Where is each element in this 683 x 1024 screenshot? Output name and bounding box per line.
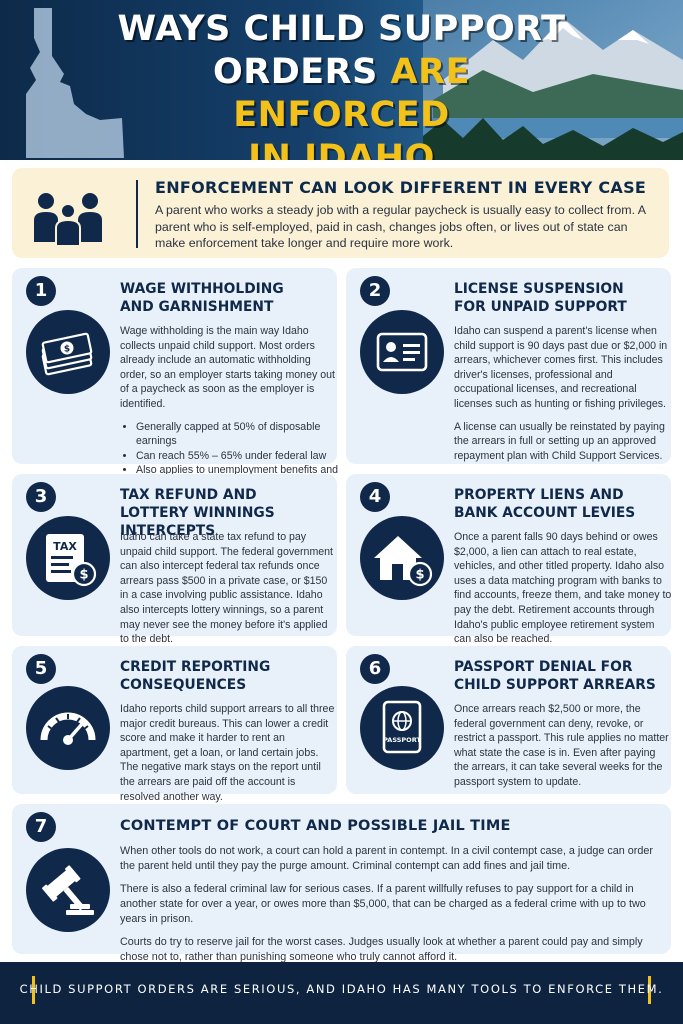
credit-gauge-icon [26, 686, 110, 770]
card-number: 7 [26, 812, 56, 842]
card-title: CONTEMPT OF COURT AND POSSIBLE JAIL TIME [120, 818, 511, 834]
card-property-liens: 4 $ PROPERTY LIENS AND BANK ACCOUNT LEVI… [346, 474, 671, 645]
card-title: PROPERTY LIENS AND BANK ACCOUNT LEVIES [454, 487, 636, 521]
page-title: WAYS CHILD SUPPORT ORDERS ARE ENFORCED I… [117, 9, 566, 160]
svg-text:TAX: TAX [53, 540, 77, 553]
card-title: TAX REFUND AND LOTTERY WINNINGS INTERCEP… [120, 487, 275, 539]
card-number: 6 [360, 654, 390, 684]
footer-banner: CHILD SUPPORT ORDERS ARE SERIOUS, AND ID… [0, 962, 683, 1024]
card-number: 5 [26, 654, 56, 684]
card-text: When other tools do not work, a court ca… [120, 845, 653, 963]
card-title: PASSPORT DENIAL FOR CHILD SUPPORT ARREAR… [454, 659, 656, 693]
card-text: Idaho can suspend a parent's license whe… [454, 325, 668, 462]
passport-icon: PASSPORT [360, 686, 444, 770]
svg-text:PASSPORT: PASSPORT [383, 736, 421, 744]
family-icon [34, 193, 102, 246]
cash-stack-icon: $ [26, 310, 110, 394]
card-number: 4 [360, 482, 390, 512]
svg-text:$: $ [415, 568, 424, 583]
intro-panel: ENFORCEMENT CAN LOOK DIFFERENT IN EVERY … [12, 168, 669, 258]
footer-accent-left [32, 976, 35, 1004]
footer-accent-right [648, 976, 651, 1004]
idaho-map-icon [26, 8, 124, 158]
card-text: Once a parent falls 90 days behind or ow… [454, 531, 672, 646]
card-credit-reporting: 5 CREDIT REPORTING CONSEQUENCES Idaho re… [12, 646, 337, 803]
tax-document-icon: TAX $ [26, 516, 110, 600]
card-contempt-of-court: 7 CONTEMPT OF COURT AND POSSIBLE JAIL TI… [12, 804, 671, 963]
intro-text: A parent who works a steady job with a r… [155, 203, 646, 250]
card-text: Idaho can take a state tax refund to pay… [120, 531, 333, 646]
header-banner: WAYS CHILD SUPPORT ORDERS ARE ENFORCED I… [0, 0, 683, 160]
card-number: 3 [26, 482, 56, 512]
mountain-landscape-image [423, 0, 683, 160]
card-text: Once arrears reach $2,500 or more, the f… [454, 703, 669, 788]
card-number: 2 [360, 276, 390, 306]
footer-text: CHILD SUPPORT ORDERS ARE SERIOUS, AND ID… [19, 982, 664, 996]
card-title: LICENSE SUSPENSION FOR UNPAID SUPPORT [454, 281, 627, 315]
card-number: 1 [26, 276, 56, 306]
card-passport-denial: 6 PASSPORT PASSPORT DENIAL FOR CHILD SUP… [346, 646, 671, 794]
card-text: Wage withholding is the main way Idaho c… [120, 324, 338, 493]
card-title: WAGE WITHHOLDING AND GARNISHMENT [120, 281, 284, 315]
svg-text:$: $ [79, 568, 88, 583]
card-title: CREDIT REPORTING CONSEQUENCES [120, 659, 271, 693]
house-lien-icon: $ [360, 516, 444, 600]
list-item: Generally capped at 50% of disposable ea… [136, 420, 338, 449]
gavel-icon [26, 848, 110, 932]
card-text: Idaho reports child support arrears to a… [120, 703, 335, 803]
intro-title: ENFORCEMENT CAN LOOK DIFFERENT IN EVERY … [155, 178, 647, 197]
svg-text:$: $ [64, 345, 70, 355]
card-wage-withholding: 1 $ WAGE WITHHOLDING AND GARNISHMENT Wag… [12, 268, 338, 491]
card-tax-refund: 3 TAX $ TAX REFUND AND LOTTERY WINNINGS … [12, 474, 337, 645]
list-item: Can reach 55% – 65% under federal law [136, 449, 338, 464]
card-license-suspension: 2 LICENSE SUSPENSION FOR UNPAID SUPPORT … [346, 268, 671, 464]
id-card-icon [360, 310, 444, 394]
intro-divider [136, 180, 138, 248]
